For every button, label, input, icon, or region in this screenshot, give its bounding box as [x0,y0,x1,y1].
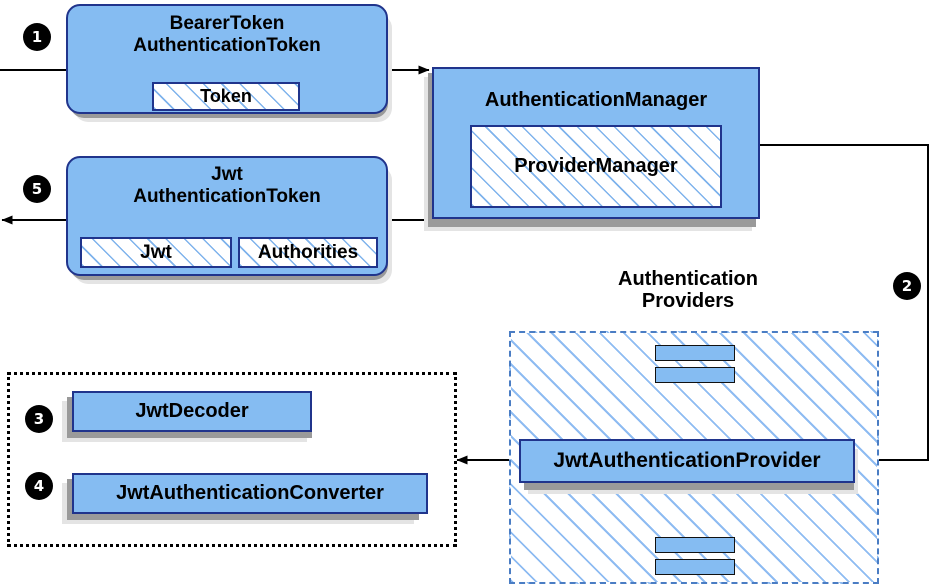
jwt-token-title: Jwt AuthenticationToken [133,164,321,208]
provider-placeholder-bar-1 [655,345,735,361]
bearer-token-title: BearerToken AuthenticationToken [133,13,321,57]
step-bullet-1-number: 1 [31,27,43,46]
authentication-manager-inner-provider-manager[interactable]: ProviderManager [470,125,722,208]
node-jwt-decoder[interactable]: JwtDecoder [72,391,312,432]
step-bullet-2-number: 2 [901,276,913,295]
jwt-authentication-provider-label: JwtAuthenticationProvider [553,449,821,472]
authentication-providers-title-line1: Authentication [618,268,758,290]
step-bullet-4-number: 4 [33,476,45,495]
authentication-providers-title: Authentication Providers [572,268,804,313]
jwt-decoder-label: JwtDecoder [135,400,249,422]
step-bullet-3: 3 [26,406,52,432]
node-jwt-authentication-token[interactable]: Jwt AuthenticationToken Jwt Authorities [66,156,388,276]
jwt-token-inner-authorities[interactable]: Authorities [238,237,378,268]
step-bullet-5-number: 5 [31,179,43,198]
node-jwt-authentication-converter[interactable]: JwtAuthenticationConverter [72,473,428,514]
authentication-manager-title: AuthenticationManager [485,89,707,112]
provider-placeholder-bar-2 [655,367,735,383]
step-bullet-5: 5 [24,176,50,202]
authentication-providers-title-line2: Providers [641,290,735,313]
jwt-token-inner-jwt-label: Jwt [140,241,172,263]
bearer-token-inner-token-label: Token [200,86,252,106]
node-jwt-authentication-provider[interactable]: JwtAuthenticationProvider [519,439,855,483]
step-bullet-1: 1 [24,24,50,50]
bearer-token-inner-token[interactable]: Token [152,82,300,111]
provider-placeholder-bar-3 [655,537,735,553]
node-authentication-manager[interactable]: AuthenticationManager ProviderManager [432,67,760,219]
jwt-token-inner-authorities-label: Authorities [257,241,359,263]
authentication-manager-title-text: AuthenticationManager [484,89,708,111]
jwt-token-title-line1: Jwt [211,164,243,185]
step-bullet-3-number: 3 [33,409,45,428]
step-bullet-2: 2 [894,273,920,299]
jwt-authentication-converter-label: JwtAuthenticationConverter [116,482,384,504]
jwt-token-inner-jwt[interactable]: Jwt [80,237,232,268]
provider-manager-label: ProviderManager [514,155,678,177]
provider-placeholder-bar-4 [655,559,735,575]
node-bearer-token-authentication-token[interactable]: BearerToken AuthenticationToken Token [66,4,388,114]
jwt-token-title-line2: AuthenticationToken [133,185,321,207]
step-bullet-4: 4 [26,473,52,499]
bearer-token-title-line2: AuthenticationToken [133,34,321,56]
bearer-token-title-line1: BearerToken [169,13,285,34]
support-components-region [7,372,457,547]
